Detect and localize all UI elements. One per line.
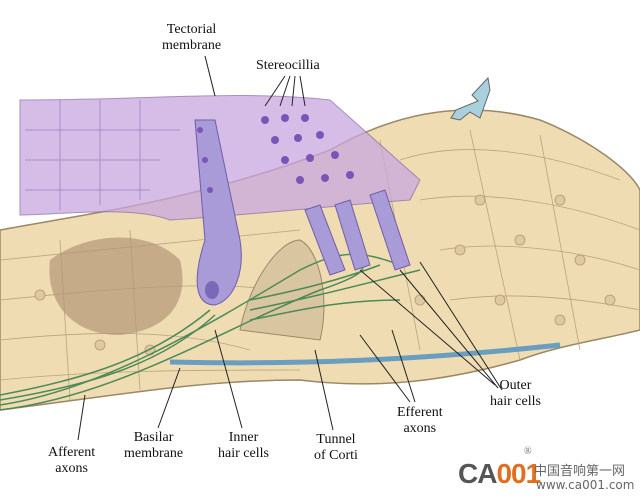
label-line: membrane [124,446,184,461]
registered-mark: ® [524,446,532,457]
sound-direction-arrow-icon [450,76,491,121]
label-line: Efferent [397,405,443,420]
membrane-lines [25,100,180,210]
inner-sulcus [49,237,183,335]
label-line: Tunnel [316,432,356,447]
watermark: CA001 ® 中国音响第一网 www.ca001.com [458,446,638,500]
label-line: axons [403,421,437,436]
inner-hair-cell-nucleus [205,281,219,299]
logo-accent: 001 [496,458,541,489]
watermark-logo: CA001 [458,458,541,490]
label-line: hair cells [218,446,269,461]
watermark-url: www.ca001.com [536,478,635,492]
inner-hair-cell [194,119,242,306]
nerve-fibers [0,253,421,411]
logo-text: CA [458,458,497,489]
label-line: membrane [162,38,222,53]
outer-hair-cells [304,189,411,276]
label-line: of Corti [314,448,358,463]
label-line: Tectorial [166,22,217,37]
label-line: axons [55,461,88,476]
stereocilia-bundles [197,114,354,193]
leader-lines [77,55,503,441]
label-line: Inner [228,430,259,445]
label-line: Outer [499,378,532,393]
basilar-membrane [169,342,561,366]
label-line: Afferent [48,445,96,460]
watermark-chinese-text: 中国音响第一网 [534,464,626,479]
label-line: hair cells [490,394,541,409]
label-line: Basilar [133,430,174,445]
stereocillia-label: Stereocillia [256,58,320,73]
tunnel-of-corti-space [239,239,325,341]
